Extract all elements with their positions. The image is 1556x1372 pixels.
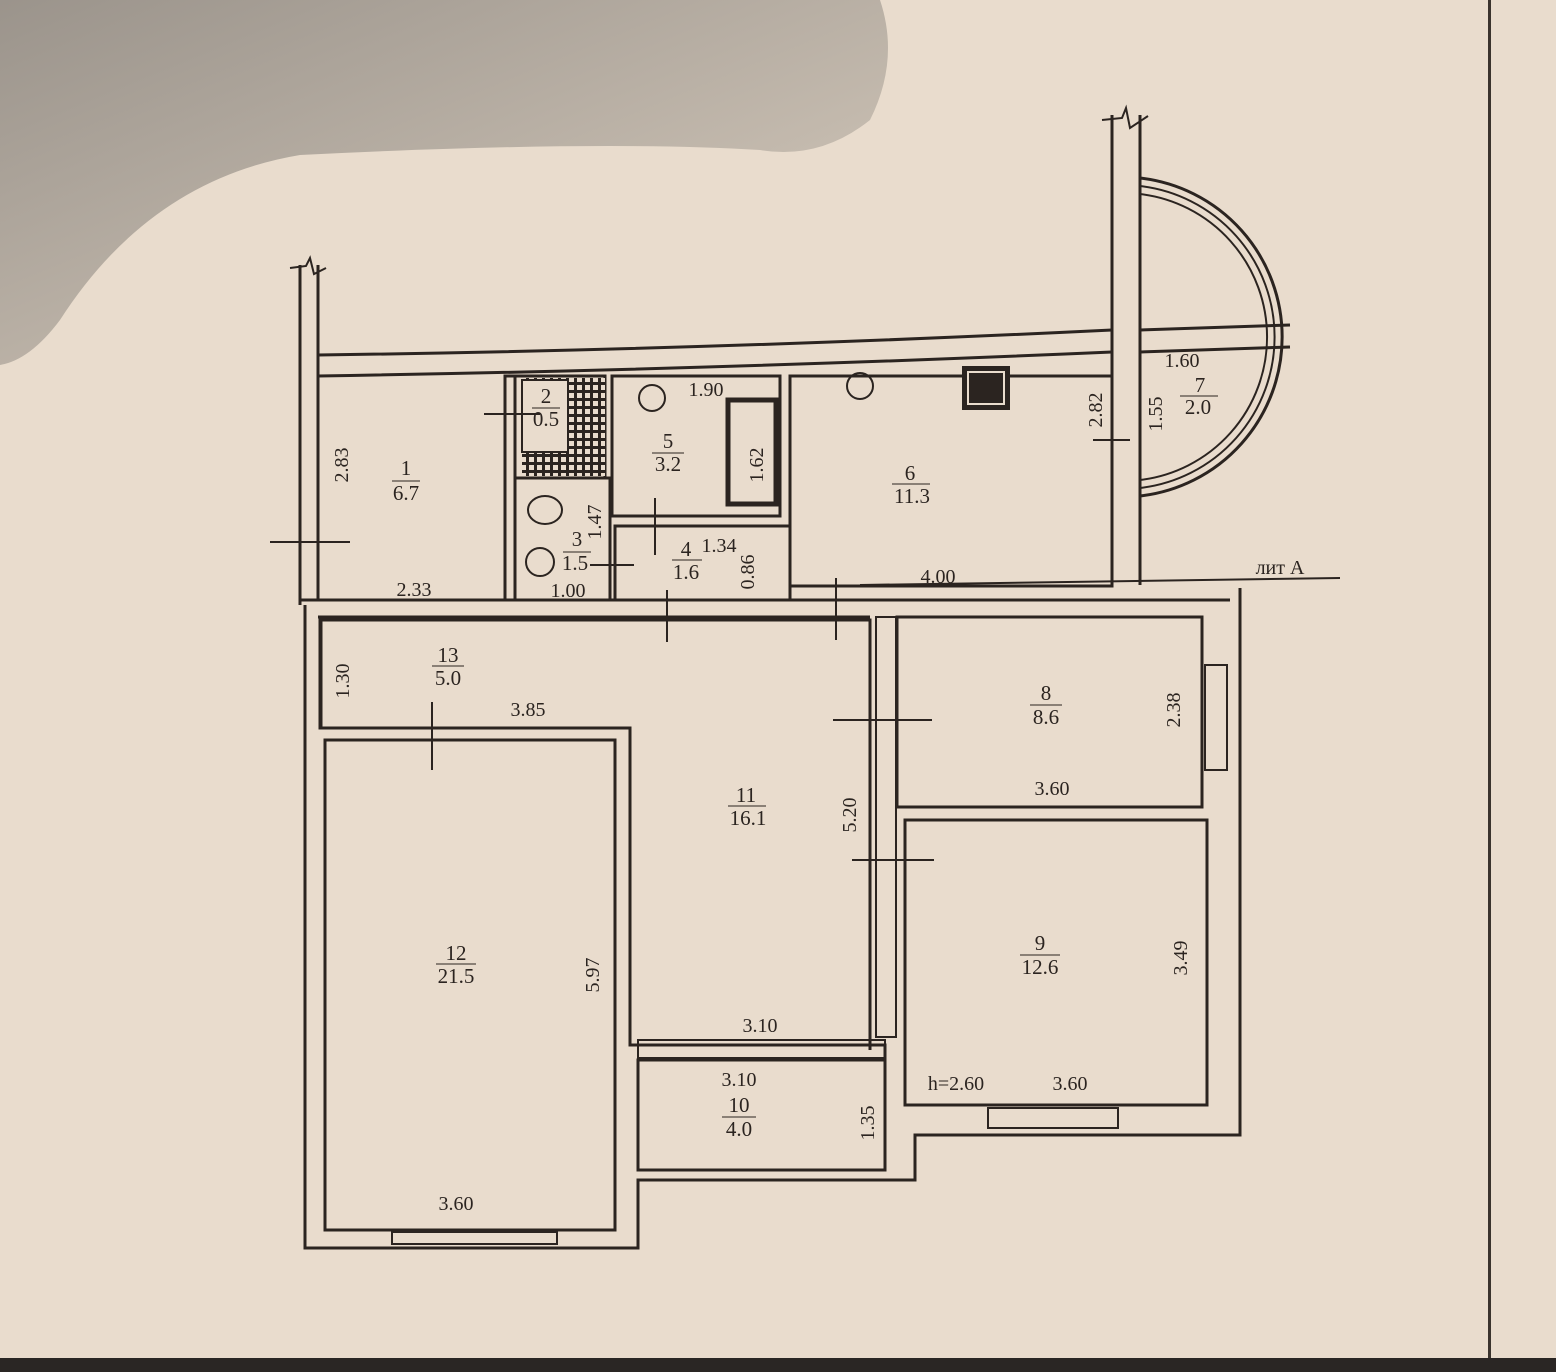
- room-7: 72.0: [1180, 373, 1218, 419]
- room-number: 3: [572, 527, 583, 551]
- room-area: 12.6: [1022, 955, 1059, 979]
- dimension: 1.55: [1145, 397, 1167, 432]
- room-number: 13: [438, 643, 459, 667]
- room-area: 8.6: [1033, 705, 1059, 729]
- room-area: 0.5: [533, 407, 559, 431]
- room-area: 3.2: [655, 452, 681, 476]
- dimension: 1.30: [332, 664, 354, 699]
- dimension: 0.86: [737, 555, 759, 590]
- room-8: 88.6: [1030, 681, 1062, 729]
- room-13: 135.0: [432, 643, 464, 690]
- walls: [270, 104, 1341, 1250]
- dimension: 3.60: [1035, 778, 1070, 800]
- room-area: 1.6: [673, 560, 699, 584]
- room-number: 5: [663, 429, 674, 453]
- dimension: 3.10: [722, 1069, 757, 1091]
- room-area: 11.3: [894, 484, 930, 508]
- dimension: 3.10: [743, 1015, 778, 1037]
- dimension: 3.49: [1170, 941, 1192, 976]
- room-4: 41.6: [672, 537, 702, 584]
- dimension: 1.34: [702, 535, 737, 557]
- room-2: 20.5: [532, 384, 560, 431]
- dimension: 1.47: [584, 505, 606, 540]
- dimension: 1.60: [1165, 350, 1200, 372]
- room-number: 6: [905, 461, 916, 485]
- ceiling-height: h=2.60: [928, 1073, 984, 1095]
- room-area: 1.5: [562, 551, 588, 575]
- room-5: 53.2: [652, 429, 684, 476]
- photo-edge: [0, 1358, 1556, 1372]
- dimension: 1.35: [857, 1106, 879, 1141]
- room-10: 104.0: [722, 1093, 756, 1141]
- dimension: 2.82: [1085, 393, 1107, 428]
- room-number: 11: [736, 783, 756, 807]
- page-border-line: [1488, 0, 1491, 1372]
- dimension: 1.90: [689, 379, 724, 401]
- dimension: 2.38: [1163, 693, 1185, 728]
- building-marker: лит А: [1256, 557, 1305, 579]
- dimension: 4.00: [921, 566, 956, 588]
- room-area: 21.5: [438, 964, 475, 988]
- room-number: 8: [1041, 681, 1052, 705]
- room-area: 4.0: [726, 1117, 752, 1141]
- dimension: 5.97: [582, 958, 604, 993]
- dimension: 1.00: [551, 580, 586, 602]
- room-area: 2.0: [1185, 395, 1211, 419]
- shadow: [0, 0, 888, 365]
- room-area: 6.7: [393, 481, 419, 505]
- dimension: 2.83: [331, 448, 353, 483]
- dimension: 3.60: [1053, 1073, 1088, 1095]
- room-number: 7: [1195, 373, 1206, 397]
- room-number: 10: [729, 1093, 750, 1117]
- room-6: 611.3: [892, 461, 930, 508]
- room-number: 12: [446, 941, 467, 965]
- room-area: 16.1: [730, 806, 767, 830]
- room-1: 16.7: [392, 456, 420, 505]
- dimension: 3.60: [439, 1193, 474, 1215]
- dimension: 2.33: [397, 579, 432, 601]
- room-9: 912.6: [1020, 931, 1060, 979]
- dimension: 5.20: [839, 798, 861, 833]
- dimension: 1.62: [746, 448, 768, 483]
- room-number: 4: [681, 537, 692, 561]
- dimension-labels: 2.83 2.33 1.47 1.00 1.90 1.62 1.34 0.86 …: [331, 350, 1305, 1215]
- room-area: 5.0: [435, 666, 461, 690]
- room-number: 2: [541, 384, 552, 408]
- room-number: 9: [1035, 931, 1046, 955]
- dimension: 3.85: [511, 699, 546, 721]
- room-3: 31.5: [562, 527, 591, 575]
- room-number: 1: [401, 456, 412, 480]
- room-labels: 16.7 20.5 31.5 41.6 53.2 611.3 72.0 88.6…: [392, 373, 1218, 1141]
